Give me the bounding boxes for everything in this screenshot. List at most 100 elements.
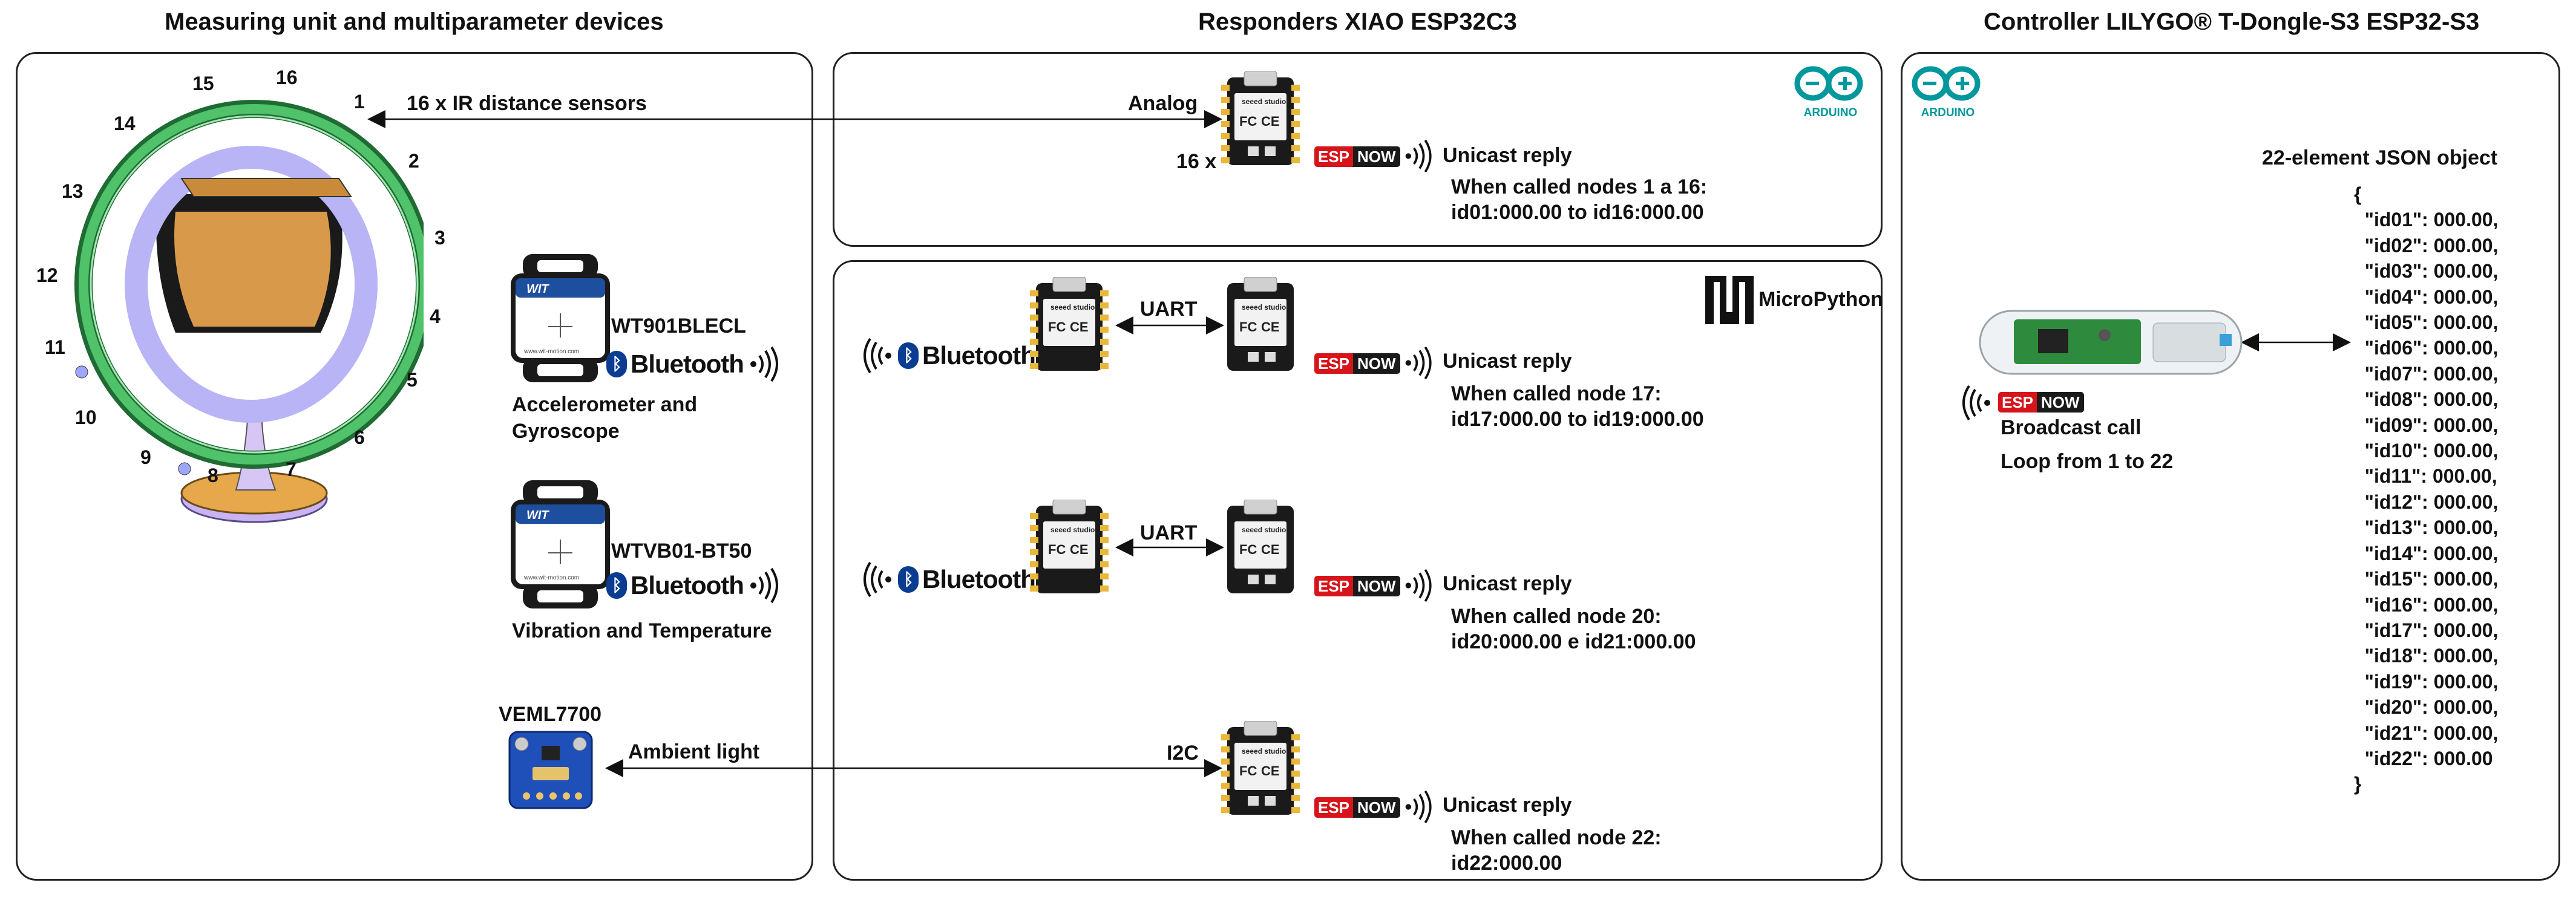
imu-bluetooth-text: Bluetooth [631,350,744,378]
measuring-ring-drawing [74,100,424,523]
imu-desc-line2: Gyroscope [512,420,620,443]
loop-label: Loop from 1 to 22 [2001,450,2174,473]
r4-line2: id22:000.00 [1451,852,1562,875]
svg-text:FC: FC [1048,319,1066,334]
panel-measuring-unit [16,52,813,881]
xiao-esp32c3-r4: seeed studio FC CE [1221,721,1300,815]
json-line: "id20": 000.00, [2354,696,2499,719]
svg-text:CE: CE [1261,542,1280,557]
broadcast-label: Broadcast call [2001,416,2142,439]
json-line: "id21": 000.00, [2354,722,2499,744]
esp-text: ESP [1314,353,1354,374]
xiao-esp32c3-r2-bt: seeed studio FC CE [1030,277,1109,371]
arduino-logo-controller: ARDUINO [1912,66,1981,119]
imu-desc-line1: Accelerometer and [512,393,698,416]
r3-uart-label: UART [1140,521,1198,544]
ring-number-15: 15 [192,73,214,94]
r2-uart-label: UART [1140,298,1198,321]
analog-label: Analog [1128,92,1198,115]
ring-number-16: 16 [276,67,298,88]
signal-waves-icon [864,338,891,374]
r3-line2: id20:000.00 e id21:000.00 [1451,630,1696,653]
chip-seeed-text: seeed studio [1050,526,1095,534]
vib-desc: Vibration and Temperature [512,619,772,642]
title-right: Controller LILYGO® T-Dongle-S3 ESP32-S3 [1984,8,2480,35]
signal-waves-icon [750,346,778,382]
r1-line2: id01:000.00 to id16:000.00 [1451,201,1704,224]
r2-reply: Unicast reply [1443,350,1572,373]
ring-number-3: 3 [434,227,445,249]
svg-text:CE: CE [1261,319,1280,334]
svg-text:CE: CE [1261,114,1280,129]
ring-number-5: 5 [407,369,418,391]
svg-text:CE: CE [1261,763,1280,778]
json-line: "id09": 000.00, [2354,414,2499,436]
panel-controller [1901,52,2560,881]
now-text: NOW [1353,353,1400,374]
json-line: } [2354,773,2362,795]
imu-name: WT901BLECL [611,315,746,338]
r2-line1: When called node 17: [1451,382,1662,405]
now-text: NOW [1353,797,1400,818]
json-line: "id03": 000.00, [2354,260,2499,282]
ring-number-1: 1 [354,91,365,113]
micropython-icon [1705,276,1754,324]
signal-waves-icon [1962,385,1990,421]
json-title: 22-element JSON object [2262,146,2498,169]
ring-number-10: 10 [75,406,97,428]
imu-url: www.wit-motion.com [523,348,579,355]
chip-seeed-text: seeed studio [1242,747,1286,755]
bluetooth-icon: ᛒ [606,572,627,599]
ring-number-11: 11 [45,336,65,358]
bluetooth-icon: ᛒ [898,342,919,369]
chip-seeed-text: seeed studio [1242,303,1286,312]
vibration-sensor-device: WIT www.wit-motion.com [511,480,610,608]
arduino-text: ARDUINO [1804,106,1858,119]
esp-text: ESP [1998,392,2037,413]
r2-bluetooth-text: Bluetooth [922,341,1036,370]
json-line: "id14": 000.00, [2354,542,2499,564]
imu-sensor-device: WIT www.wit-motion.com [511,254,610,382]
i2c-label: I2C [1167,742,1199,765]
vib-url: www.wit-motion.com [523,575,579,581]
r3-bluetooth-text: Bluetooth [922,565,1036,593]
svg-text:FC: FC [1239,114,1257,129]
chip-seeed-text: seeed studio [1050,303,1095,312]
json-line: "id11": 000.00, [2354,465,2497,488]
ring-number-13: 13 [62,180,84,202]
count-label: 16 x [1176,150,1217,173]
signal-waves-icon [1405,346,1432,380]
esp-text: ESP [1314,146,1354,167]
veml7700-board [508,731,593,809]
svg-text:CE: CE [1070,542,1089,557]
ring-number-14: 14 [114,113,136,134]
r1-line1: When called nodes 1 a 16: [1451,175,1708,198]
json-line: "id05": 000.00, [2354,312,2499,334]
json-line: "id18": 000.00, [2354,645,2499,667]
r1-reply: Unicast reply [1443,144,1572,167]
json-line: "id07": 000.00, [2354,362,2499,385]
json-line: "id02": 000.00, [2354,234,2499,256]
json-line: "id12": 000.00, [2354,491,2499,513]
vib-name: WTVB01-BT50 [611,540,752,563]
ring-number-2: 2 [408,150,419,172]
r2-line2: id17:000.00 to id19:000.00 [1451,408,1704,431]
arduino-logo-r1: ARDUINO [1794,66,1863,119]
ring-number-9: 9 [140,446,151,468]
r4-reply: Unicast reply [1443,794,1572,817]
svg-text:FC: FC [1239,763,1257,778]
json-line: "id22": 000.00 [2354,747,2493,769]
json-line: "id17": 000.00, [2354,619,2499,641]
signal-waves-icon [1405,139,1432,173]
svg-text:CE: CE [1070,319,1089,334]
